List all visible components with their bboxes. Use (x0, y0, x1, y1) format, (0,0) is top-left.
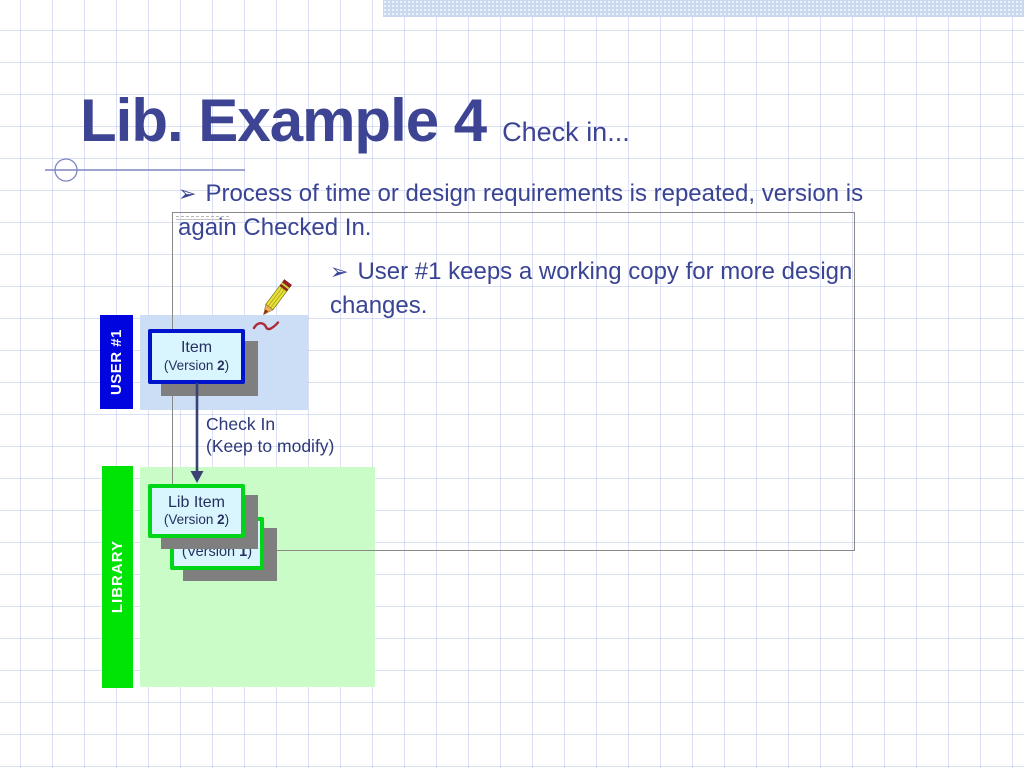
frame-corner-artifact (176, 214, 230, 220)
lib-item-box-name: Lib Item (168, 493, 225, 511)
compass-decoration (45, 157, 245, 412)
check-in-arrow (190, 383, 204, 483)
arrow-label-line-1: Check In (206, 414, 276, 434)
bullet-2-line-1: ➢User #1 keeps a working copy for more d… (330, 258, 853, 285)
bullet-2-line-2: changes. (330, 292, 428, 319)
item-box-version: (Version 2) (163, 357, 230, 373)
bullet-2: ➢User #1 keeps a working copy for more d… (330, 255, 852, 323)
pencil-icon (252, 279, 292, 331)
bullet-1-line-1: ➢Process of time or design requirements … (178, 180, 864, 207)
arrow-bullet-icon: ➢ (178, 181, 197, 206)
arrow-label-line-2: (Keep to modify) (206, 436, 335, 456)
arrow-label: Check In (Keep to modify) (206, 413, 334, 457)
page-subtitle: Check in... (502, 117, 630, 147)
item-box-name: Item (180, 339, 213, 357)
library-lane-bar: LIBRARY (102, 466, 133, 688)
library-lane-label: LIBRARY (109, 540, 126, 614)
lib-item-box: Lib Item (Version 2) (148, 484, 245, 538)
title-row: Lib. Example 4 Check in... (80, 86, 630, 155)
bullet-1-line-2: again Checked In. (178, 214, 372, 241)
lib-item-box-version: (Version 2) (163, 512, 230, 528)
user-lane-bar: USER #1 (100, 315, 133, 409)
page-title: Lib. Example 4 (80, 87, 487, 154)
bullet-1: ➢Process of time or design requirements … (178, 177, 863, 245)
arrow-bullet-icon: ➢ (330, 259, 349, 284)
user-lane-label: USER #1 (108, 328, 125, 396)
item-box: Item (Version 2) (148, 329, 245, 384)
top-accent-bar (383, 0, 1024, 17)
